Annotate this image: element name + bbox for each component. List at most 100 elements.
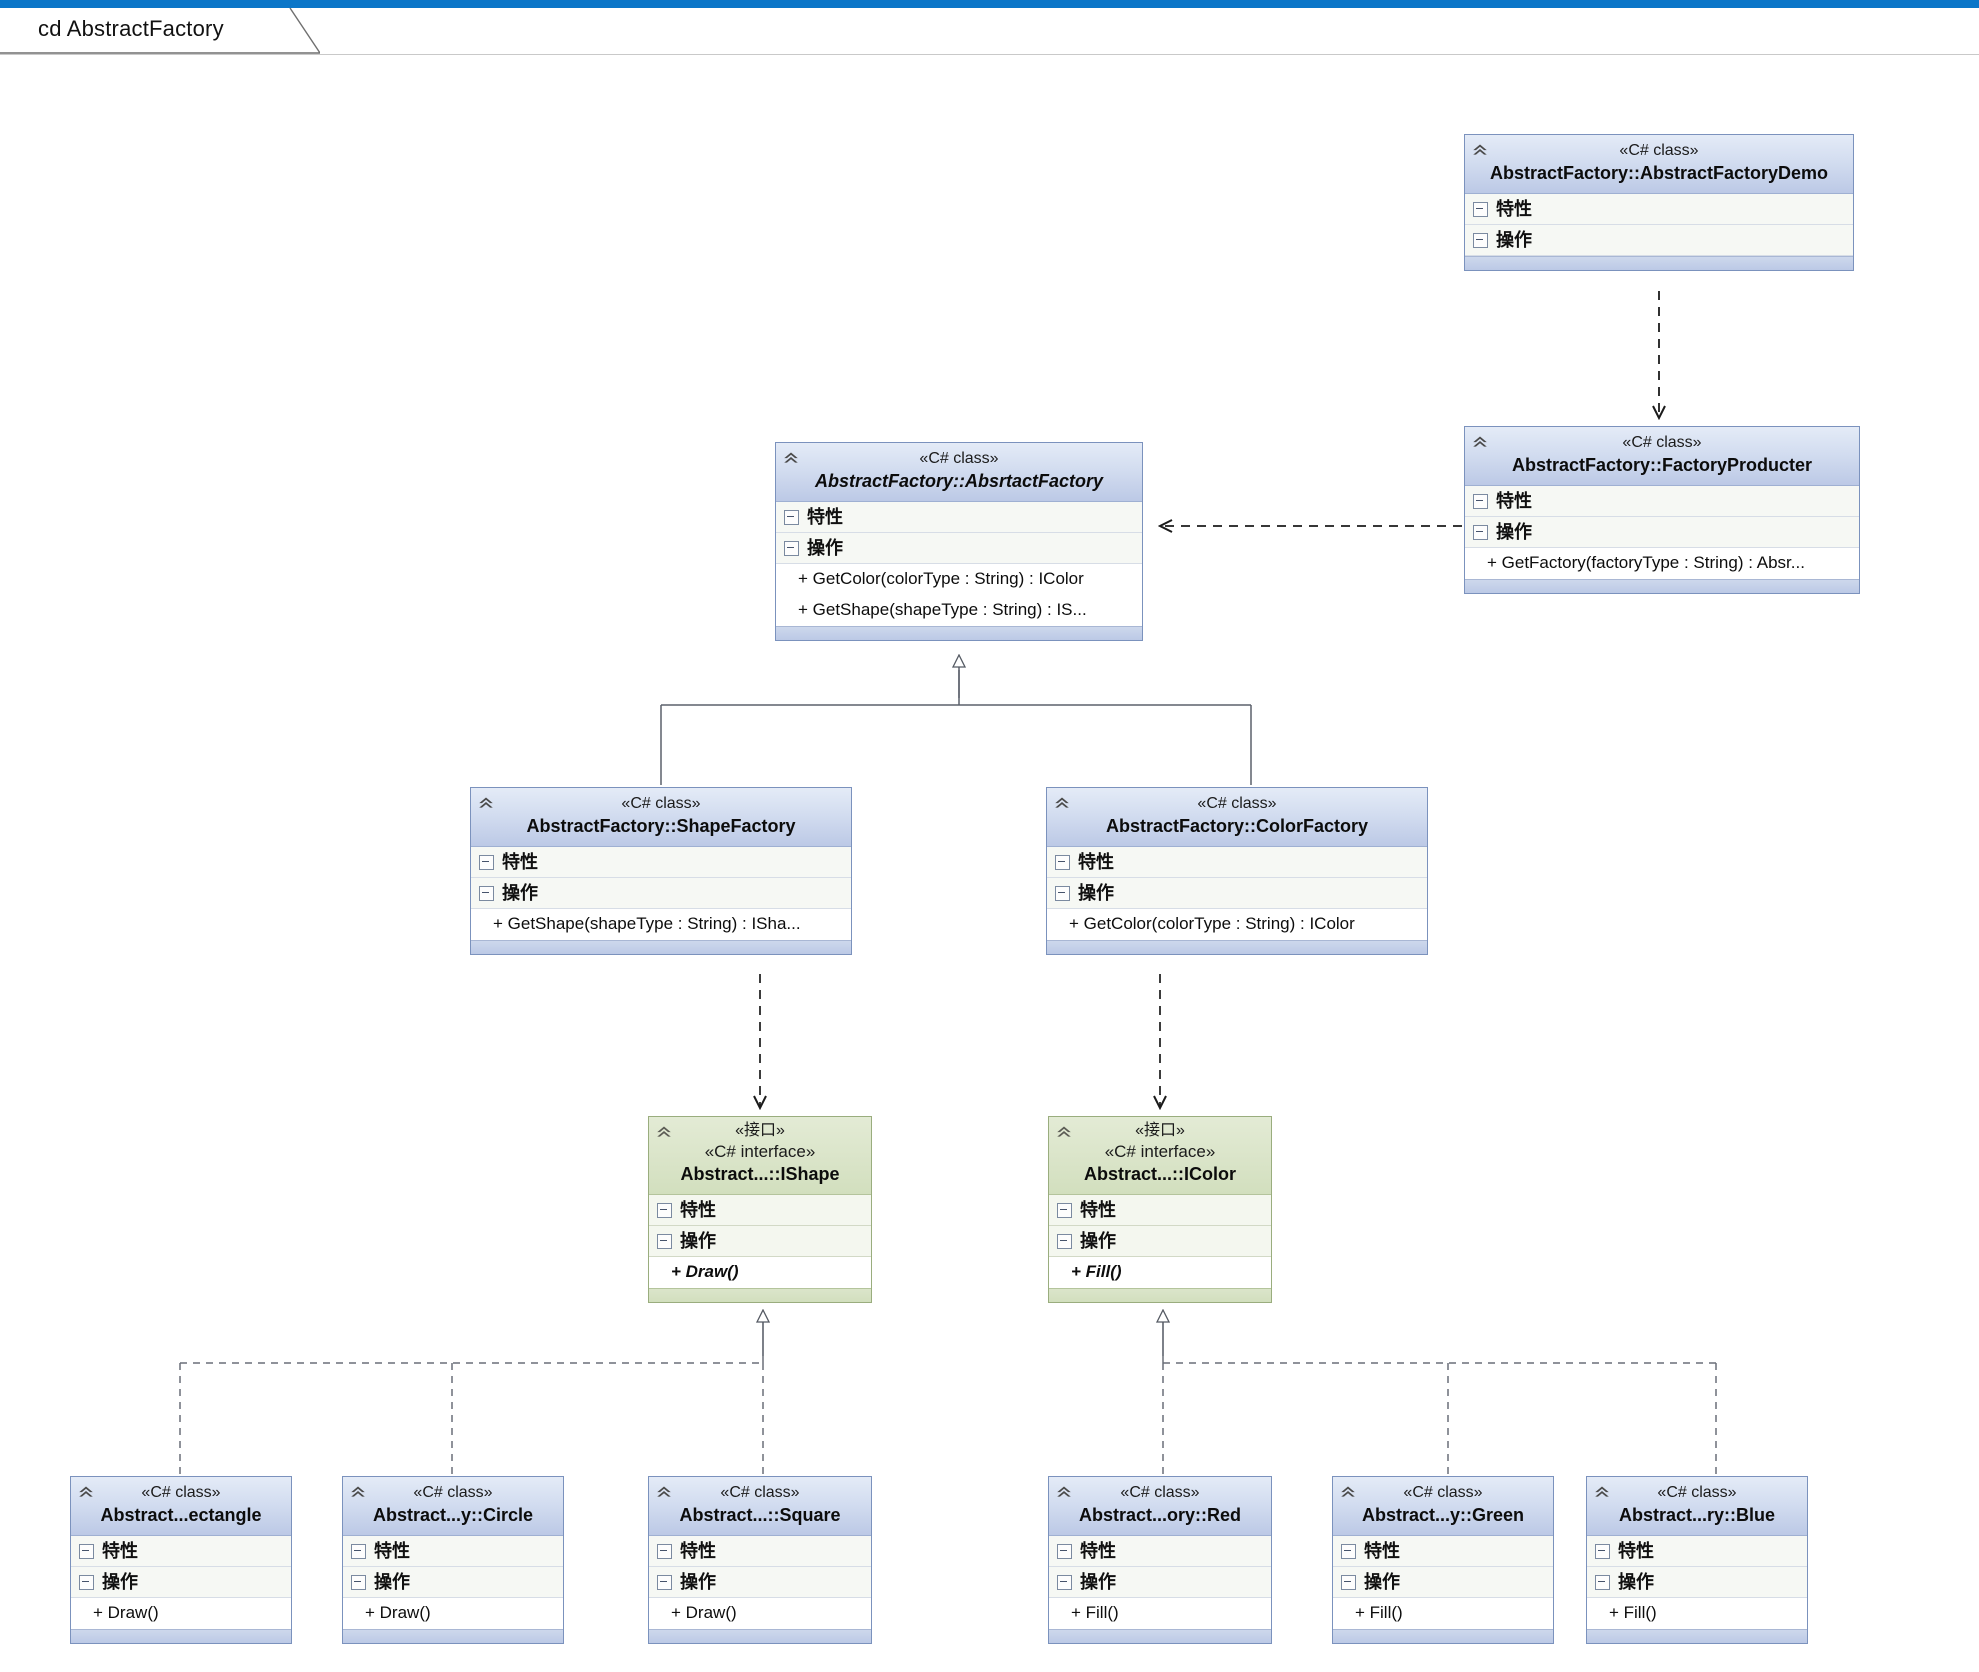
node-footer	[649, 1629, 871, 1643]
operation-item[interactable]: + GetShape(shapeType : String) : ISha...	[471, 909, 851, 940]
operation-item[interactable]: + GetShape(shapeType : String) : IS...	[776, 595, 1142, 626]
operations-section[interactable]: 操作	[1465, 517, 1859, 548]
operation-item[interactable]: + Draw()	[649, 1598, 871, 1629]
minus-box-icon[interactable]	[479, 854, 494, 870]
node-name: AbstractFactory::AbsrtactFactory	[814, 471, 1104, 491]
class-node-green[interactable]: «C# class» Abstract...y::Green 特性 操作 + F…	[1332, 1476, 1554, 1644]
attributes-section[interactable]: 特性	[1465, 486, 1859, 517]
attributes-section[interactable]: 特性	[1049, 1195, 1271, 1226]
minus-box-icon[interactable]	[79, 1543, 94, 1559]
minus-box-icon[interactable]	[1057, 1202, 1072, 1218]
class-node-factoryproducter[interactable]: «C# class» AbstractFactory::FactoryProdu…	[1464, 426, 1860, 594]
minus-box-icon[interactable]	[657, 1202, 672, 1218]
chevron-double-up-icon[interactable]	[782, 448, 800, 466]
operations-section[interactable]: 操作	[1049, 1567, 1271, 1598]
attributes-section[interactable]: 特性	[1047, 847, 1427, 878]
operation-item[interactable]: + GetColor(colorType : String) : IColor	[1047, 909, 1427, 940]
diagram-tab[interactable]: cd AbstractFactory	[0, 8, 320, 55]
minus-box-icon[interactable]	[1595, 1543, 1610, 1559]
chevron-double-up-icon[interactable]	[1471, 140, 1489, 158]
operations-section[interactable]: 操作	[1047, 878, 1427, 909]
minus-box-icon[interactable]	[657, 1543, 672, 1559]
operation-item[interactable]: + Fill()	[1049, 1598, 1271, 1629]
chevron-double-up-icon[interactable]	[1055, 1482, 1073, 1500]
minus-box-icon[interactable]	[1473, 232, 1488, 248]
chevron-double-up-icon[interactable]	[1339, 1482, 1357, 1500]
minus-box-icon[interactable]	[1473, 493, 1488, 509]
attributes-section[interactable]: 特性	[1465, 194, 1853, 225]
operations-section[interactable]: 操作	[1333, 1567, 1553, 1598]
class-node-circle[interactable]: «C# class» Abstract...y::Circle 特性 操作 + …	[342, 1476, 564, 1644]
interface-node-icolor[interactable]: «接口» «C# interface» Abstract...::IColor …	[1048, 1116, 1272, 1303]
minus-box-icon[interactable]	[784, 509, 799, 525]
attributes-section[interactable]: 特性	[1333, 1536, 1553, 1567]
class-node-shapefactory[interactable]: «C# class» AbstractFactory::ShapeFactory…	[470, 787, 852, 955]
class-node-blue[interactable]: «C# class» Abstract...ry::Blue 特性 操作 + F…	[1586, 1476, 1808, 1644]
chevron-double-up-icon[interactable]	[1055, 1122, 1073, 1140]
minus-box-icon[interactable]	[1473, 524, 1488, 540]
attributes-section[interactable]: 特性	[1587, 1536, 1807, 1567]
attributes-section[interactable]: 特性	[343, 1536, 563, 1567]
attributes-section[interactable]: 特性	[71, 1536, 291, 1567]
minus-box-icon[interactable]	[1057, 1574, 1072, 1590]
operation-item[interactable]: + Draw()	[71, 1598, 291, 1629]
operations-section[interactable]: 操作	[343, 1567, 563, 1598]
operations-label: 操作	[1496, 522, 1532, 542]
attributes-section[interactable]: 特性	[471, 847, 851, 878]
chevron-double-up-icon[interactable]	[1053, 793, 1071, 811]
minus-box-icon[interactable]	[1057, 1543, 1072, 1559]
class-node-rectangle[interactable]: «C# class» Abstract...ectangle 特性 操作 + D…	[70, 1476, 292, 1644]
chevron-double-up-icon[interactable]	[655, 1482, 673, 1500]
minus-box-icon[interactable]	[1055, 854, 1070, 870]
chevron-double-up-icon[interactable]	[477, 793, 495, 811]
chevron-double-up-icon[interactable]	[1593, 1482, 1611, 1500]
operations-section[interactable]: 操作	[1049, 1226, 1271, 1257]
minus-box-icon[interactable]	[351, 1574, 366, 1590]
operations-section[interactable]: 操作	[1587, 1567, 1807, 1598]
operation-item[interactable]: + Fill()	[1049, 1257, 1271, 1288]
attributes-section[interactable]: 特性	[776, 502, 1142, 533]
chevron-double-up-icon[interactable]	[1471, 432, 1489, 450]
minus-box-icon[interactable]	[1473, 201, 1488, 217]
operations-label: 操作	[680, 1572, 716, 1592]
operation-item[interactable]: + Fill()	[1587, 1598, 1807, 1629]
minus-box-icon[interactable]	[1055, 885, 1070, 901]
diagram-canvas[interactable]: cd AbstractFactory	[0, 8, 1979, 1672]
class-node-red[interactable]: «C# class» Abstract...ory::Red 特性 操作 + F…	[1048, 1476, 1272, 1644]
attributes-section[interactable]: 特性	[649, 1195, 871, 1226]
minus-box-icon[interactable]	[479, 885, 494, 901]
class-node-abstractfactorydemo[interactable]: «C# class» AbstractFactory::AbstractFact…	[1464, 134, 1854, 271]
minus-box-icon[interactable]	[1595, 1574, 1610, 1590]
operations-label: 操作	[1496, 230, 1532, 250]
operation-item[interactable]: + GetFactory(factoryType : String) : Abs…	[1465, 548, 1859, 579]
minus-box-icon[interactable]	[79, 1574, 94, 1590]
chevron-double-up-icon[interactable]	[77, 1482, 95, 1500]
minus-box-icon[interactable]	[657, 1574, 672, 1590]
attributes-section[interactable]: 特性	[1049, 1536, 1271, 1567]
operation-item[interactable]: + GetColor(colorType : String) : IColor	[776, 564, 1142, 595]
operations-section[interactable]: 操作	[649, 1567, 871, 1598]
operation-item[interactable]: + Draw()	[649, 1257, 871, 1288]
operation-item[interactable]: + Draw()	[343, 1598, 563, 1629]
minus-box-icon[interactable]	[1341, 1543, 1356, 1559]
chevron-double-up-icon[interactable]	[349, 1482, 367, 1500]
attributes-label: 特性	[807, 507, 843, 527]
operations-section[interactable]: 操作	[71, 1567, 291, 1598]
minus-box-icon[interactable]	[657, 1233, 672, 1249]
operations-section[interactable]: 操作	[1465, 225, 1853, 256]
minus-box-icon[interactable]	[784, 540, 799, 556]
operations-section[interactable]: 操作	[776, 533, 1142, 564]
operations-section[interactable]: 操作	[471, 878, 851, 909]
minus-box-icon[interactable]	[1341, 1574, 1356, 1590]
minus-box-icon[interactable]	[351, 1543, 366, 1559]
operation-item[interactable]: + Fill()	[1333, 1598, 1553, 1629]
interface-node-ishape[interactable]: «接口» «C# interface» Abstract...::IShape …	[648, 1116, 872, 1303]
class-node-square[interactable]: «C# class» Abstract...::Square 特性 操作 + D…	[648, 1476, 872, 1644]
node-stereotype-cn: «接口»	[735, 1122, 785, 1139]
minus-box-icon[interactable]	[1057, 1233, 1072, 1249]
chevron-double-up-icon[interactable]	[655, 1122, 673, 1140]
operations-section[interactable]: 操作	[649, 1226, 871, 1257]
attributes-section[interactable]: 特性	[649, 1536, 871, 1567]
class-node-colorfactory[interactable]: «C# class» AbstractFactory::ColorFactory…	[1046, 787, 1428, 955]
class-node-absrtactfactory[interactable]: «C# class» AbstractFactory::AbsrtactFact…	[775, 442, 1143, 641]
